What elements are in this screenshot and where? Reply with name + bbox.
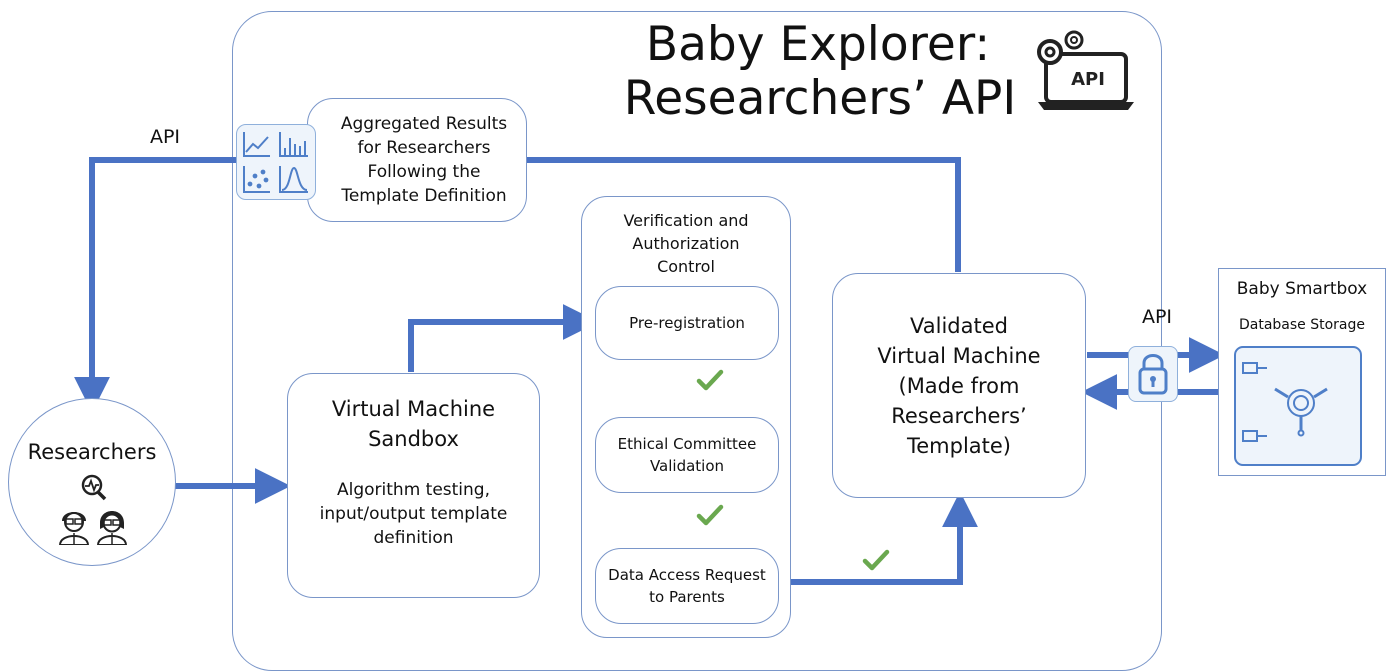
checkmark-icon <box>862 549 890 571</box>
smartbox-subtitle: Database Storage <box>1238 317 1366 333</box>
svg-text:API: API <box>1071 69 1105 90</box>
arrow-dataaccess-to-validatedvm <box>780 491 978 585</box>
validated-vm-text: Validated Virtual Machine (Made from Res… <box>877 313 1041 458</box>
researcher-person-icon <box>58 512 90 545</box>
aggregated-results-text: Aggregated Results for Researchers Follo… <box>340 114 508 206</box>
bar-chart-icon <box>279 132 308 157</box>
researcher-person-icon <box>96 511 128 545</box>
api-label-right: API <box>1141 306 1173 328</box>
aggregated-results-box: Aggregated Results for Researchers Follo… <box>307 98 527 222</box>
vm-sandbox-box: Virtual Machine Sandbox Algorithm testin… <box>287 373 540 598</box>
baby-smartbox-panel: Baby Smartbox Database Storage <box>1218 268 1386 476</box>
validated-vm-box: Validated Virtual Machine (Made from Res… <box>832 273 1086 498</box>
scatter-plot-icon <box>243 166 270 193</box>
distribution-curve-icon <box>279 166 308 193</box>
checkmark-icon <box>696 369 724 391</box>
vm-sandbox-description: Algorithm testing, input/output template… <box>319 480 508 548</box>
step-data-access-request: Data Access Request to Parents <box>595 548 779 624</box>
line-chart-icon <box>243 132 270 157</box>
checkmark-icon <box>696 504 724 526</box>
arrow-sandbox-to-preregistration <box>408 304 599 372</box>
padlock-icon <box>1128 346 1178 402</box>
vm-sandbox-title: Virtual Machine Sandbox <box>331 397 496 451</box>
verification-title: Verification and Authorization Control <box>623 211 749 276</box>
step-preregistration-label: Pre-registration <box>629 314 745 332</box>
safe-vault-icon <box>1234 346 1362 466</box>
smartbox-title: Baby Smartbox <box>1236 279 1368 299</box>
diagram-title-line2: Researchers’ API <box>623 71 1017 126</box>
search-analysis-icon <box>81 474 107 501</box>
laptop-gears-api-icon: API <box>1037 30 1134 110</box>
step-ethical-committee-label: Ethical Committee Validation <box>617 435 757 475</box>
step-data-access-request-label: Data Access Request to Parents <box>608 566 766 606</box>
step-ethical-committee: Ethical Committee Validation <box>595 417 779 493</box>
api-label-left: API <box>149 126 181 148</box>
researchers-label: Researchers <box>27 440 157 464</box>
step-preregistration: Pre-registration <box>595 286 779 360</box>
results-chart-icons <box>236 124 316 200</box>
diagram-title-line1: Baby Explorer: <box>645 17 991 72</box>
